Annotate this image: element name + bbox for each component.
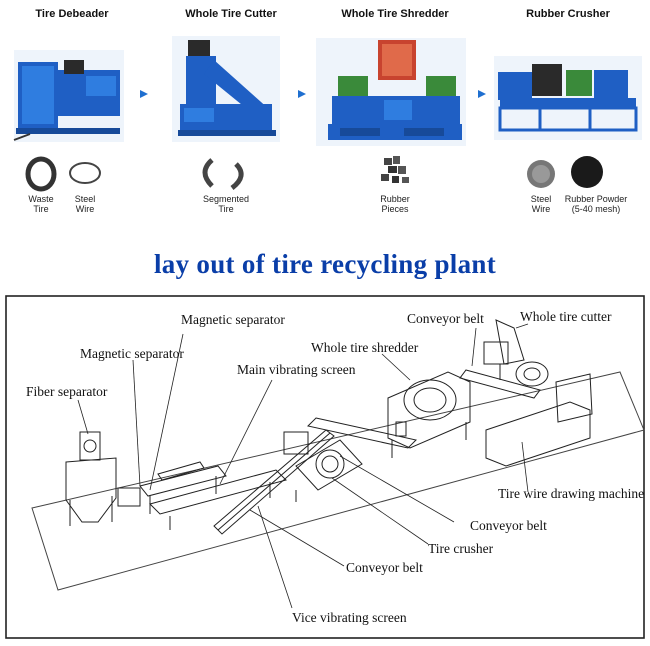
label-fiber-separator: Fiber separator xyxy=(26,384,108,399)
stage-title-shredder: Whole Tire Shredder xyxy=(341,8,449,20)
waste-tire-icon xyxy=(25,156,57,192)
magnetic-separator-drawing xyxy=(139,461,287,530)
label-rubber-pieces: Rubber Pieces xyxy=(380,194,410,214)
label-segmented-tire: Segmented Tire xyxy=(202,194,250,214)
label-conveyor-belt-mid: Conveyor belt xyxy=(470,518,547,533)
plant-layout: Magnetic separator Magnetic separator Fi… xyxy=(0,290,650,646)
label-tire-wire-drawing-machine: Tire wire drawing machine xyxy=(498,486,645,501)
label-steel-wire-2: Steel Wire xyxy=(530,194,552,214)
label-whole-tire-cutter: Whole tire cutter xyxy=(520,309,612,324)
main-title: lay out of tire recycling plant xyxy=(153,249,496,279)
label-rubber-powder: Rubber Powder (5-40 mesh) xyxy=(564,194,628,214)
whole-tire-shredder-image xyxy=(316,38,466,146)
label-whole-tire-shredder: Whole tire shredder xyxy=(311,340,419,355)
label-magnetic-separator-2: Magnetic separator xyxy=(80,346,184,361)
label-vice-vibrating-screen: Vice vibrating screen xyxy=(292,610,407,625)
layout-frame xyxy=(5,295,645,639)
process-strip: Tire Debeader Whole Tire Cutter Whole Ti… xyxy=(0,0,650,230)
stage-title-cutter: Whole Tire Cutter xyxy=(185,8,277,20)
whole-tire-cutter-image xyxy=(172,36,280,142)
rubber-powder-icon xyxy=(571,156,603,188)
fiber-separator-drawing xyxy=(65,431,117,526)
rubber-crusher-image xyxy=(494,56,642,140)
whole-tire-cutter-drawing xyxy=(483,319,525,380)
label-magnetic-separator-1: Magnetic separator xyxy=(181,312,285,327)
leader-lines xyxy=(77,323,529,609)
label-steel-wire-1: Steel Wire xyxy=(74,194,96,214)
collector-box xyxy=(117,487,141,507)
conveyor-top-drawing xyxy=(459,369,541,399)
whole-tire-shredder-drawing xyxy=(387,371,471,458)
stage-title-crusher: Rubber Crusher xyxy=(526,8,610,20)
steel-wire-icon xyxy=(69,162,101,184)
arrow-icon xyxy=(478,90,486,98)
layout-drawing xyxy=(5,295,645,639)
floor-plane xyxy=(31,371,645,591)
label-waste-tire: Waste Tire xyxy=(28,194,54,214)
conveyor-inclined-drawing xyxy=(213,417,417,535)
arrow-icon xyxy=(140,90,148,98)
tire-debeader-image xyxy=(13,50,124,142)
tire-wire-drawing-machine-drawing xyxy=(485,361,593,467)
stage-title-debeader: Tire Debeader xyxy=(35,8,109,20)
label-conveyor-belt-top: Conveyor belt xyxy=(407,311,484,326)
label-conveyor-belt-bottom: Conveyor belt xyxy=(346,560,423,575)
rubber-pieces-icon xyxy=(381,156,409,183)
process-strip-graphics xyxy=(13,36,642,192)
arrow-icon xyxy=(298,90,306,98)
tire-crusher-drawing xyxy=(283,431,363,502)
label-tire-crusher: Tire crusher xyxy=(428,541,494,556)
segmented-tire-icon xyxy=(202,158,244,190)
label-main-vibrating-screen: Main vibrating screen xyxy=(237,362,356,377)
